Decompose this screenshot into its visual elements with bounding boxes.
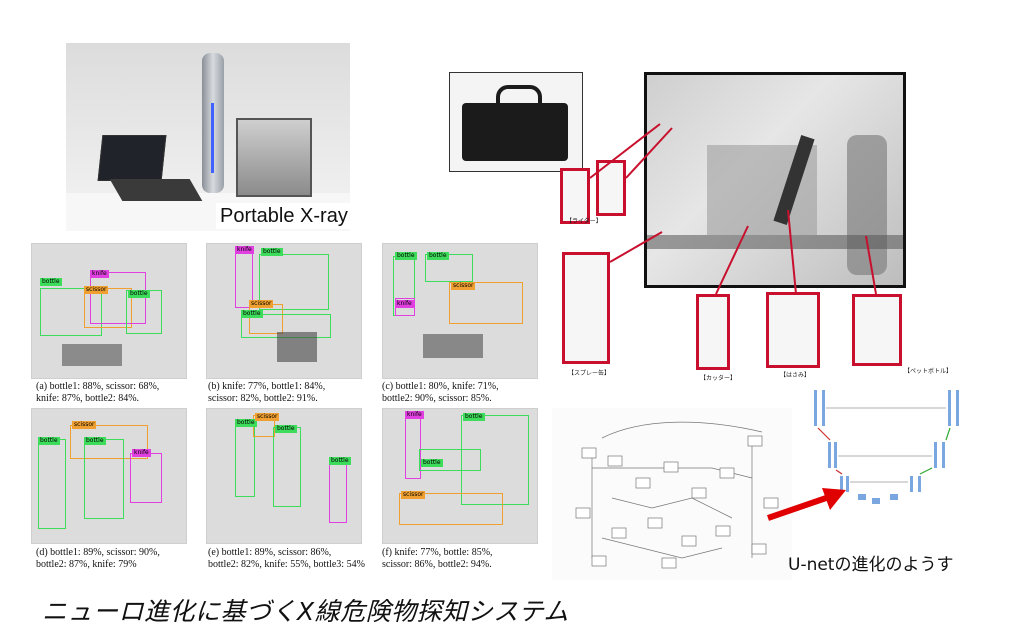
lighter-callout [560, 168, 590, 224]
tag-bottle2: bottle [84, 437, 106, 445]
tag-knife: knife [395, 300, 414, 308]
unet-graph [814, 390, 959, 504]
page-title: ニューロ進化に基づくX線危険物探知システム [42, 597, 569, 626]
tag-scissor: scissor [255, 413, 280, 421]
caption-line: (d) bottle1: 89%, scissor: 90%, [36, 547, 160, 558]
scissors-callout [766, 292, 820, 368]
tag-bottle: bottle [40, 278, 62, 286]
bbox-bottle2 [461, 415, 529, 505]
label-scissors: 【はさみ】 [780, 372, 811, 379]
caption-line: knife: 87%, bottle2: 84%. [36, 393, 140, 404]
bbox-scissor [399, 493, 503, 525]
bag-photo [449, 72, 583, 172]
tag-scissor: scissor [84, 286, 109, 294]
tag-bottle2: bottle [275, 425, 297, 433]
detector-box [236, 118, 312, 197]
portable-xray-photo: Portable X-ray [66, 43, 350, 231]
tag-scissor: scissor [401, 491, 426, 499]
tag-knife: knife [90, 270, 109, 278]
spray-callout [562, 252, 610, 364]
network-graph [575, 421, 779, 569]
xray-scan [644, 72, 906, 288]
cutter-callout [696, 294, 730, 370]
label-spray: 【スプレー缶】 [568, 370, 611, 377]
pet-bottle-callout [852, 294, 902, 366]
xray-detection-e: bottle scissor bottle bottle [206, 408, 362, 544]
caption-line: bottle2: 82%, knife: 55%, bottle3: 54% [208, 559, 365, 570]
caption-line: bottle2: 90%, scissor: 85%. [382, 393, 492, 404]
bag-handle-icon [496, 85, 542, 111]
xray-object [277, 332, 317, 362]
bbox-scissor [70, 425, 148, 459]
xray-object [423, 334, 483, 358]
xray-object [62, 344, 122, 366]
bag-icon [462, 103, 568, 161]
photo-label: Portable X-ray [216, 203, 350, 229]
caption-line: (e) bottle1: 89%, scissor: 86%, [208, 547, 332, 558]
caption-e: (e) bottle1: 89%, scissor: 86%, bottle2:… [208, 547, 365, 571]
xray-bottle [847, 135, 887, 275]
bbox-scissor [449, 282, 523, 324]
tag-bottle: bottle [235, 419, 257, 427]
caption-line: (c) bottle1: 80%, knife: 71%, [382, 381, 499, 392]
bbox-bottle2 [425, 254, 473, 282]
tag-scissor: scissor [72, 421, 97, 429]
generator-light [211, 103, 214, 173]
bbox-knife [90, 272, 146, 324]
xray-strip [647, 235, 903, 249]
tag-bottle2: bottle [427, 252, 449, 260]
tag-bottle: bottle [421, 459, 443, 467]
tag-knife: knife [405, 411, 424, 419]
caption-a: (a) bottle1: 88%, scissor: 68%, knife: 8… [36, 381, 159, 405]
red-arrow-icon [767, 488, 846, 521]
xray-detection-a: bottle knife scissor bottle [31, 243, 187, 379]
unet-diagram [800, 382, 974, 518]
label-lighter: 【ライター】 [566, 218, 602, 225]
tag-scissor: scissor [451, 282, 476, 290]
tag-bottle2: bottle [241, 310, 263, 318]
caption-f: (f) knife: 77%, bottle: 85%, scissor: 86… [382, 547, 493, 571]
tag-scissor: scissor [249, 300, 274, 308]
unet-note: U-netの進化のようす [788, 555, 954, 575]
xray-detection-c: bottle bottle knife scissor [382, 243, 538, 379]
caption-line: scissor: 82%, bottle2: 91%. [208, 393, 318, 404]
caption-b: (b) knife: 77%, bottle1: 84%, scissor: 8… [208, 381, 325, 405]
tag-bottle2: bottle [128, 290, 150, 298]
caption-c: (c) bottle1: 80%, knife: 71%, bottle2: 9… [382, 381, 499, 405]
caption-line: (a) bottle1: 88%, scissor: 68%, [36, 381, 160, 392]
tag-bottle3: bottle [329, 457, 351, 465]
bbox-bottle [40, 288, 102, 336]
caption-line: (b) knife: 77%, bottle1: 84%, [208, 381, 326, 392]
caption-line: scissor: 86%, bottle2: 94%. [382, 559, 492, 570]
tag-knife: knife [235, 246, 254, 254]
tag-knife: knife [132, 449, 151, 457]
label-pet-bottle: 【ペットボトル】 [904, 368, 953, 375]
bbox-bottle [259, 254, 329, 310]
xray-detection-d: bottle scissor bottle knife [31, 408, 187, 544]
label-cutter: 【カッター】 [700, 375, 737, 382]
xray-detection-b: knife bottle scissor bottle [206, 243, 362, 379]
xray-detection-f: knife bottle bottle scissor [382, 408, 538, 544]
tag-bottle: bottle [38, 437, 60, 445]
tag-bottle2: bottle [463, 413, 485, 421]
tag-bottle: bottle [261, 248, 283, 256]
caption-line: (f) knife: 77%, bottle: 85%, [382, 547, 493, 558]
bbox-bottle [419, 449, 481, 471]
tag-bottle: bottle [395, 252, 417, 260]
caption-line: bottle2: 87%, knife: 79% [36, 559, 137, 570]
evolved-network-diagram [552, 408, 792, 580]
caption-d: (d) bottle1: 89%, scissor: 90%, bottle2:… [36, 547, 160, 571]
